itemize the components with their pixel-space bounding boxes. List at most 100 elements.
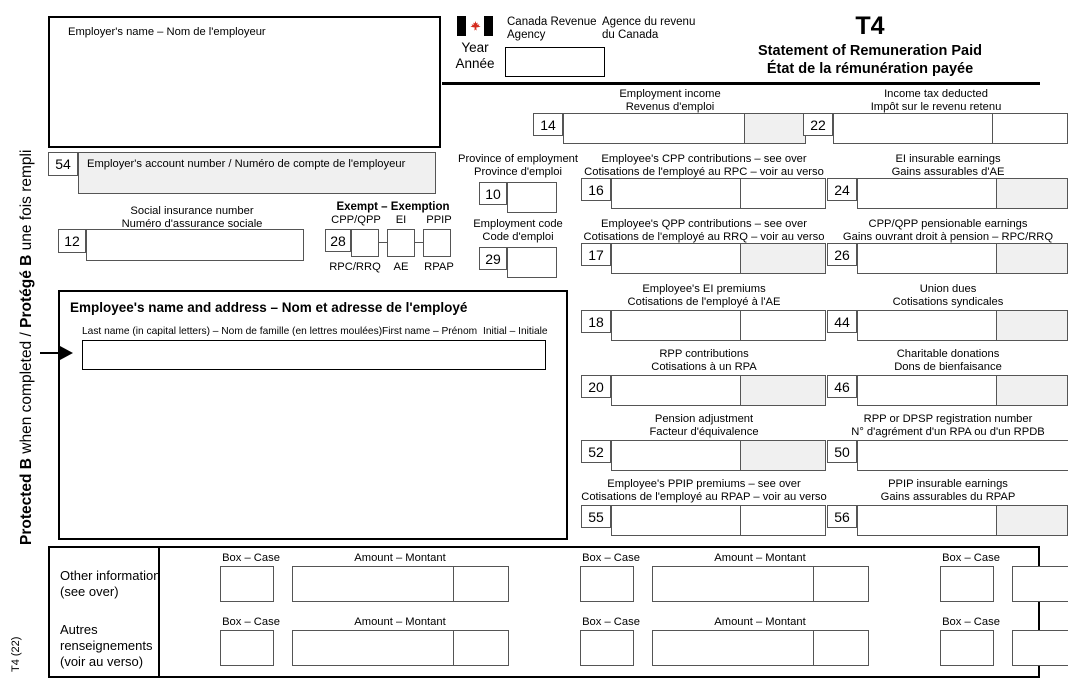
box-17-cents-field[interactable] — [739, 243, 826, 274]
box-44-cents-field[interactable] — [995, 310, 1068, 341]
box-52-dollars-field[interactable] — [611, 440, 741, 471]
box-56-cents-field[interactable] — [995, 505, 1068, 536]
employee-initial-label: Initial – Initiale — [483, 326, 548, 337]
box-55-cents-field[interactable] — [739, 505, 826, 536]
employee-section-heading: Employee's name and address – Nom et adr… — [70, 300, 468, 315]
other-info-amount-cents-field[interactable] — [452, 630, 509, 666]
box-26-dollars-field[interactable] — [857, 243, 997, 274]
employment-code-field[interactable] — [507, 247, 557, 278]
other-info-box-header: Box – Case — [222, 616, 280, 628]
employee-first-name-label: First name – Prénom — [382, 326, 478, 337]
header-divider-rule — [442, 82, 1040, 85]
employee-address-field[interactable] — [82, 376, 546, 526]
box-52-label-en: Pension adjustment — [654, 413, 754, 425]
other-info-amount-header: Amount – Montant — [354, 552, 446, 564]
other-info-box-field[interactable] — [580, 630, 634, 666]
box-44-label-en: Union dues — [919, 283, 977, 295]
box-44-dollars-field[interactable] — [857, 310, 997, 341]
box-56-label-en: PPIP insurable earnings — [888, 478, 1008, 490]
protected-b-fr-bold: Protégé B — [18, 254, 35, 328]
year-field[interactable] — [505, 47, 605, 77]
employment-code-label-fr: Code d'emploi — [482, 230, 554, 243]
protected-b-en-rest: when completed / — [18, 327, 35, 458]
other-information-label-en: Other information (see over) — [60, 568, 160, 600]
box-20-cents-field[interactable] — [739, 375, 826, 406]
protected-b-en-bold: Protected B — [18, 457, 35, 545]
employee-name-field[interactable] — [82, 340, 546, 370]
box-56-dollars-field[interactable] — [857, 505, 997, 536]
box-26-label-en: CPP/QPP pensionable earnings — [868, 218, 1028, 230]
other-info-amount-cents-field[interactable] — [452, 566, 509, 602]
other-info-amount-dollars-field[interactable] — [292, 566, 454, 602]
box-12-number: 12 — [58, 229, 86, 253]
employer-account-number-field[interactable]: Employer's account number / Numéro de co… — [78, 152, 436, 194]
protected-b-notice: Protected B when completed / Protégé B u… — [14, 132, 40, 562]
box-55-dollars-field[interactable] — [611, 505, 741, 536]
box-17-dollars-field[interactable] — [611, 243, 741, 274]
box-14-dollars-field[interactable] — [563, 113, 745, 144]
box-50-label-fr: N° d'agrément d'un RPA ou d'un RPDB — [851, 425, 1045, 438]
agency-name-en-line2: Agency — [507, 29, 546, 41]
other-info-amount-dollars-field[interactable] — [292, 630, 454, 666]
box-50-field[interactable] — [857, 440, 1068, 471]
agency-name-fr: Agence du revenu du Canada — [602, 16, 695, 42]
box-46-label-fr: Dons de bienfaisance — [894, 360, 1002, 373]
exempt-ei-checkbox[interactable] — [387, 229, 415, 257]
other-info-box-field[interactable] — [220, 566, 274, 602]
other-info-amount-cents-field[interactable] — [812, 566, 869, 602]
box-56-label-fr: Gains assurables du RPAP — [880, 490, 1016, 503]
other-info-box-field[interactable] — [220, 630, 274, 666]
other-info-amount-header: Amount – Montant — [354, 616, 446, 628]
other-info-amount-header: Amount – Montant — [714, 552, 806, 564]
box-16-cents-field[interactable] — [739, 178, 826, 209]
box-50-number: 50 — [827, 440, 857, 463]
province-of-employment-field[interactable] — [507, 182, 557, 213]
box-18-number: 18 — [581, 310, 611, 333]
agency-name-en: Canada Revenue Agency — [507, 16, 597, 42]
other-info-box-field[interactable] — [940, 630, 994, 666]
sin-label-en: Social insurance number — [130, 205, 254, 217]
other-info-amount-cents-field[interactable] — [812, 630, 869, 666]
sin-field[interactable] — [86, 229, 304, 261]
other-info-box-field[interactable] — [580, 566, 634, 602]
box-18-dollars-field[interactable] — [611, 310, 741, 341]
box-26-cents-field[interactable] — [995, 243, 1068, 274]
other-info-amount-dollars-field[interactable] — [652, 566, 814, 602]
employer-account-number-label: Employer's account number / Numéro de co… — [87, 158, 406, 170]
box-55-number: 55 — [581, 505, 611, 528]
box-46-cents-field[interactable] — [995, 375, 1068, 406]
box-24-dollars-field[interactable] — [857, 178, 997, 209]
box-24-cents-field[interactable] — [995, 178, 1068, 209]
other-info-amount-dollars-field[interactable] — [1012, 630, 1068, 666]
box-22-dollars-field[interactable] — [833, 113, 993, 144]
other-info-amount-dollars-field[interactable] — [1012, 566, 1068, 602]
other-info-box-field[interactable] — [940, 566, 994, 602]
box-46-label-en: Charitable donations — [896, 348, 1000, 360]
employee-name-address-box[interactable]: Employee's name and address – Nom et adr… — [58, 290, 568, 540]
exempt-ppip-checkbox[interactable] — [423, 229, 451, 257]
employee-name-pointer-arrow — [60, 346, 73, 360]
box-52-cents-field[interactable] — [739, 440, 826, 471]
other-info-amount-dollars-field[interactable] — [652, 630, 814, 666]
form-code-label: T4 (22) — [10, 636, 22, 672]
employer-name-box[interactable]: Employer's name – Nom de l'employeur — [48, 16, 441, 148]
box-46-dollars-field[interactable] — [857, 375, 997, 406]
box-16-dollars-field[interactable] — [611, 178, 741, 209]
box-20-label-fr: Cotisations à un RPA — [651, 360, 757, 373]
other-information-label-fr: Autres renseignements (voir au verso) — [60, 622, 153, 670]
other-information-label-fr-line2: renseignements — [60, 638, 153, 653]
box-22-cents-field[interactable] — [991, 113, 1068, 144]
box-14-cents-field[interactable] — [743, 113, 806, 144]
box-16-label-en: Employee's CPP contributions – see over — [601, 153, 807, 165]
employment-code-label-en: Employment code — [473, 218, 563, 230]
employment-code-label: Employment code Code d'emploi — [456, 218, 580, 243]
box-52-number: 52 — [581, 440, 611, 463]
exempt-cpp-qpp-checkbox[interactable] — [351, 229, 379, 257]
box-20-dollars-field[interactable] — [611, 375, 741, 406]
box-18-cents-field[interactable] — [739, 310, 826, 341]
